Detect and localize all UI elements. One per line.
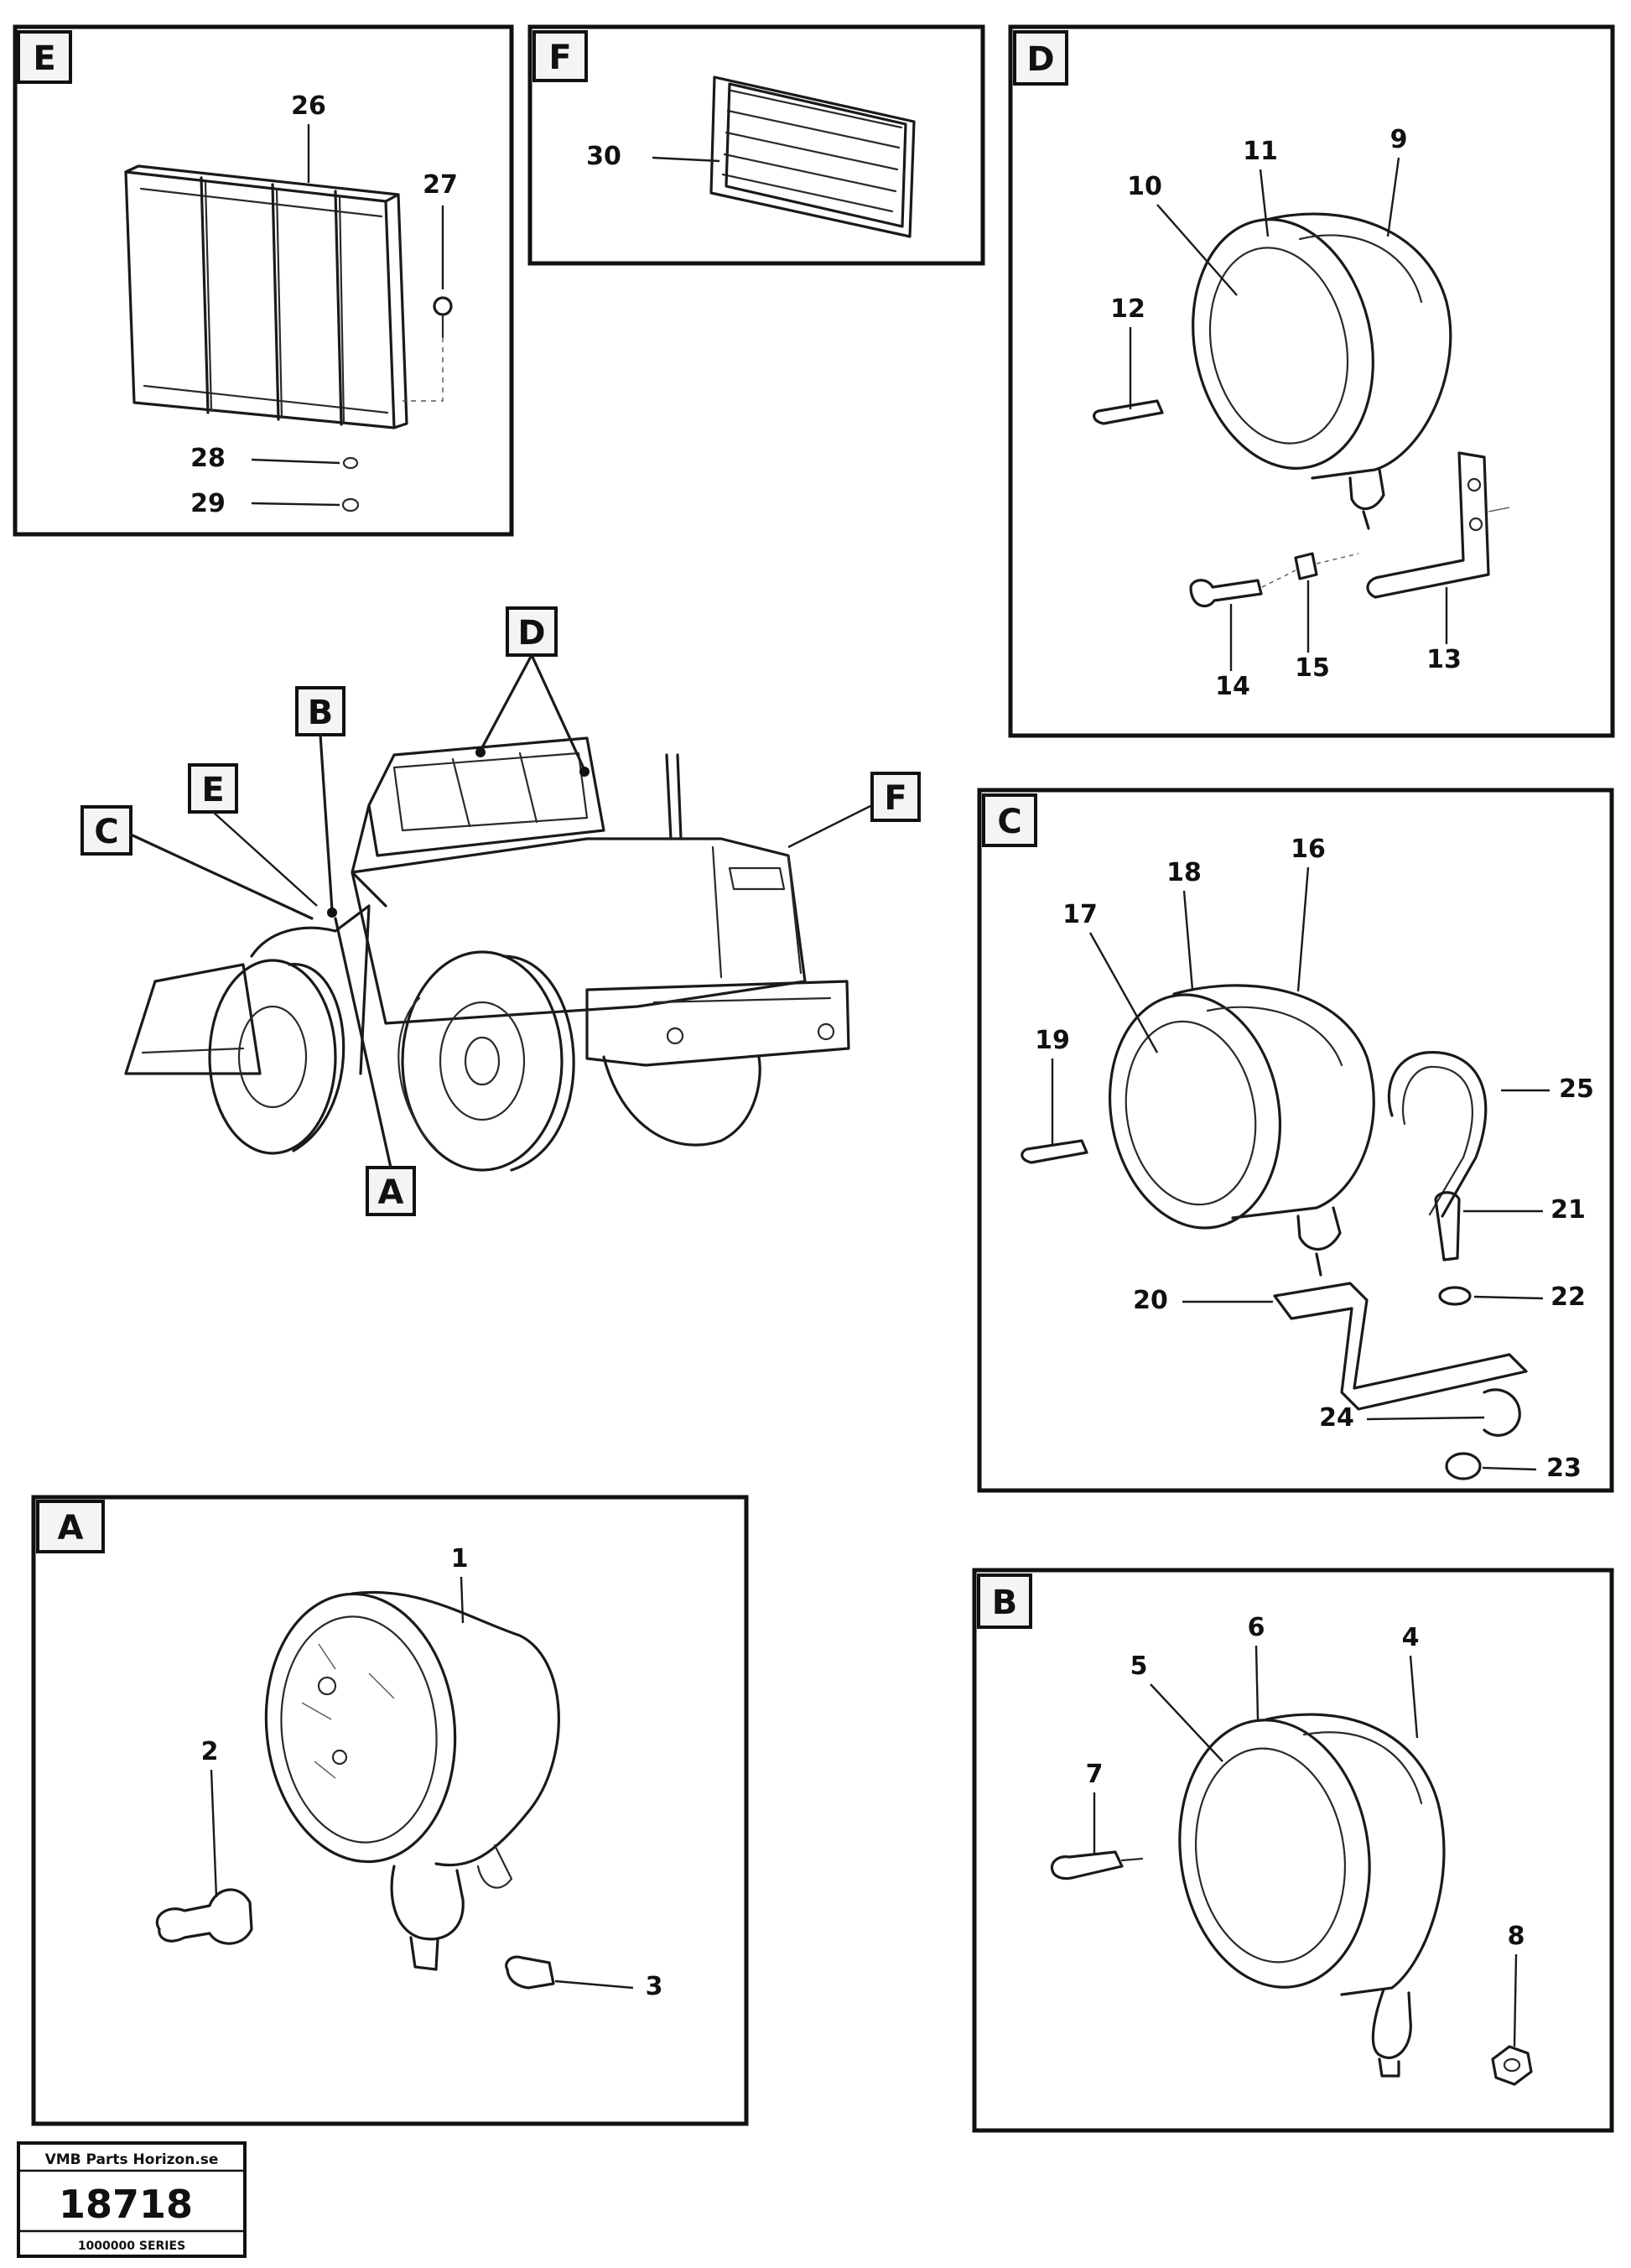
svg-text:B: B — [308, 694, 334, 732]
part-number-24: 24 — [1319, 1403, 1354, 1433]
mount-point-b — [327, 908, 337, 918]
mount-point-d1 — [475, 747, 486, 757]
panel-d-tag — [1013, 30, 1068, 86]
part-number-25: 25 — [1559, 1074, 1594, 1104]
grille-part-26 — [124, 164, 408, 429]
reference-header: VMB Parts Horizon.se — [45, 2151, 219, 2168]
part-number-12: 12 — [1110, 294, 1145, 324]
part-number-29: 29 — [190, 489, 226, 518]
work-lamp-c — [1108, 984, 1375, 1277]
panel-e-label: E — [33, 39, 55, 78]
bulb-19 — [1021, 1139, 1088, 1164]
overview-tag-e — [188, 763, 238, 814]
part-number-8: 8 — [1508, 1922, 1525, 1951]
bolt-14 — [1189, 579, 1263, 608]
loader-overview — [124, 736, 850, 1172]
overview-tag-b — [295, 686, 345, 736]
part-number-6: 6 — [1248, 1613, 1265, 1642]
work-lamp-b — [1178, 1713, 1446, 2078]
part-number-21: 21 — [1550, 1195, 1586, 1225]
overview-tag-d — [506, 606, 558, 657]
nut-8 — [1491, 2045, 1533, 2086]
bolt-21 — [1434, 1191, 1461, 1261]
part-number-9: 9 — [1390, 125, 1408, 154]
svg-text:F: F — [884, 779, 906, 818]
part-number-16: 16 — [1291, 835, 1326, 864]
washer-28 — [342, 456, 359, 470]
part-number-23: 23 — [1546, 1454, 1582, 1483]
svg-text:E: E — [201, 771, 224, 809]
part-number-14: 14 — [1215, 672, 1250, 701]
bulb-7 — [1050, 1850, 1144, 1880]
part-number-30: 30 — [586, 142, 621, 171]
part-number-27: 27 — [423, 170, 458, 200]
svg-text:D: D — [517, 614, 545, 653]
panel-f-tag — [532, 30, 588, 82]
part-number-26: 26 — [291, 91, 326, 121]
nut-29 — [341, 497, 360, 512]
panel-c-label: C — [997, 803, 1021, 841]
work-lamp-d — [1192, 212, 1452, 530]
panel-e-tag — [17, 30, 72, 84]
panel-b-label: B — [992, 1584, 1018, 1622]
bolt-27 — [403, 296, 453, 402]
panel-a: A 1 2 3 — [31, 1495, 749, 2126]
nut-23 — [1445, 1452, 1482, 1480]
mount-point-d2 — [579, 767, 590, 777]
overview-tag-c — [81, 805, 132, 856]
panel-a-tag — [36, 1500, 105, 1553]
part-number-28: 28 — [190, 444, 226, 473]
part-number-11: 11 — [1243, 137, 1278, 166]
part-number-17: 17 — [1062, 900, 1098, 929]
part-number-20: 20 — [1133, 1286, 1168, 1315]
panel-f-label: F — [548, 39, 571, 77]
panel-d: D 11 9 10 12 — [1008, 24, 1615, 738]
washer-22 — [1438, 1286, 1472, 1306]
headlamp-part-1 — [264, 1590, 560, 1971]
reference-number: 18718 — [59, 2182, 193, 2227]
part-number-5: 5 — [1130, 1652, 1148, 1681]
bulb-3 — [505, 1955, 555, 1990]
overview-tag-a — [366, 1166, 416, 1216]
overview-callouts: D B E C F A — [81, 606, 921, 1216]
panel-d-label: D — [1026, 40, 1054, 79]
bulb-12 — [1093, 399, 1164, 425]
panel-b-tag — [977, 1574, 1032, 1629]
panel-f: F 30 — [527, 24, 985, 266]
part-number-19: 19 — [1035, 1026, 1070, 1055]
part-number-13: 13 — [1426, 645, 1462, 674]
svg-text:A: A — [378, 1173, 404, 1212]
part-number-7: 7 — [1086, 1760, 1104, 1789]
bracket-24 — [1273, 1282, 1528, 1437]
reference-label: VMB Parts Horizon.se 18718 1000000 SERIE… — [17, 2141, 247, 2258]
part-number-3: 3 — [646, 1972, 663, 2001]
part-number-2: 2 — [201, 1737, 219, 1766]
part-number-22: 22 — [1550, 1282, 1586, 1312]
panel-e: E 26 27 28 29 — [13, 24, 514, 537]
bracket-13 — [1366, 451, 1510, 599]
panel-a-label: A — [58, 1509, 84, 1548]
part-number-10: 10 — [1127, 172, 1162, 201]
svg-text:C: C — [94, 813, 118, 851]
part-number-4: 4 — [1402, 1623, 1420, 1652]
panel-b: B 6 4 5 7 8 — [972, 1568, 1614, 2133]
overview-tag-f — [870, 772, 921, 822]
vent-grille-part-30 — [709, 75, 916, 238]
nut-15 — [1261, 552, 1359, 588]
part-number-18: 18 — [1166, 858, 1202, 887]
reference-footer: 1000000 SERIES — [78, 2239, 185, 2253]
bulb-2 — [155, 1888, 253, 1945]
part-number-15: 15 — [1295, 653, 1330, 683]
panel-c-tag — [982, 793, 1037, 847]
part-number-1: 1 — [451, 1544, 469, 1574]
panel-c: C 16 18 17 19 2 — [977, 788, 1614, 1493]
cable-25 — [1387, 1051, 1488, 1218]
